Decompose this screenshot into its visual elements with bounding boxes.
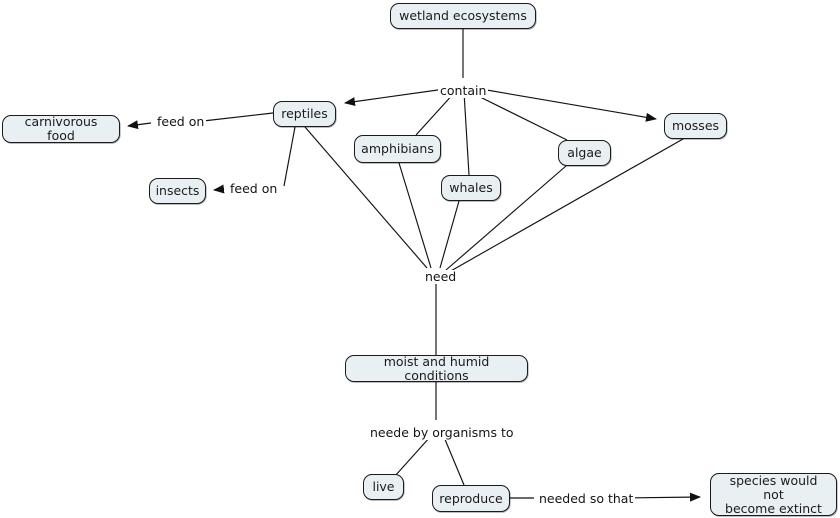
link-label-feed-on-carnivorous: feed on	[155, 114, 207, 129]
node-reproduce[interactable]: reproduce	[432, 485, 510, 512]
link-label-need: need	[423, 269, 459, 284]
node-species-would-not-become-extinct[interactable]: species would not become extinct	[710, 473, 837, 516]
node-whales[interactable]: whales	[441, 175, 501, 201]
node-reptiles[interactable]: reptiles	[273, 101, 336, 127]
edge-reptiles-feedon-insects	[283, 126, 296, 187]
edge-feedon-carnivorous-food	[127, 120, 152, 130]
link-label-feed-on-insects: feed on	[228, 181, 280, 196]
edge-needed-by-organisms-live	[394, 436, 431, 477]
edge-contain-whales	[463, 91, 470, 176]
node-algae[interactable]: algae	[558, 140, 611, 166]
edge-whales-need	[439, 200, 460, 269]
node-amphibians[interactable]: amphibians	[354, 135, 441, 163]
edge-needed-so-that-extinct	[623, 492, 701, 502]
edge-feedon-insects	[213, 184, 225, 194]
node-carnivorous-food[interactable]: carnivorous food	[2, 115, 120, 143]
edge-contain-mosses	[474, 87, 657, 122]
node-live[interactable]: live	[363, 474, 404, 500]
edge-contain-amphibians	[415, 91, 456, 136]
link-label-needed-so-that: needed so that	[537, 491, 636, 506]
edge-reptiles-feedon-carnivorous	[202, 112, 274, 122]
edge-mosses-need	[448, 138, 684, 273]
node-wetland-ecosystems[interactable]: wetland ecosystems	[390, 3, 536, 29]
node-mosses[interactable]: mosses	[664, 113, 727, 139]
edge-contain-reptiles	[344, 87, 453, 107]
edge-contain-algae	[469, 91, 568, 141]
link-label-needed-by-organisms-to: neede by organisms to	[368, 425, 516, 440]
edge-reptiles-need	[304, 126, 428, 269]
node-moist-and-humid-conditions[interactable]: moist and humid conditions	[345, 354, 528, 382]
edge-amphibians-need	[398, 162, 432, 269]
edge-algae-need	[445, 165, 567, 271]
node-insects[interactable]: insects	[149, 178, 206, 204]
edge-needed-by-organisms-reproduce	[443, 436, 465, 486]
link-label-contain: contain	[438, 83, 489, 98]
